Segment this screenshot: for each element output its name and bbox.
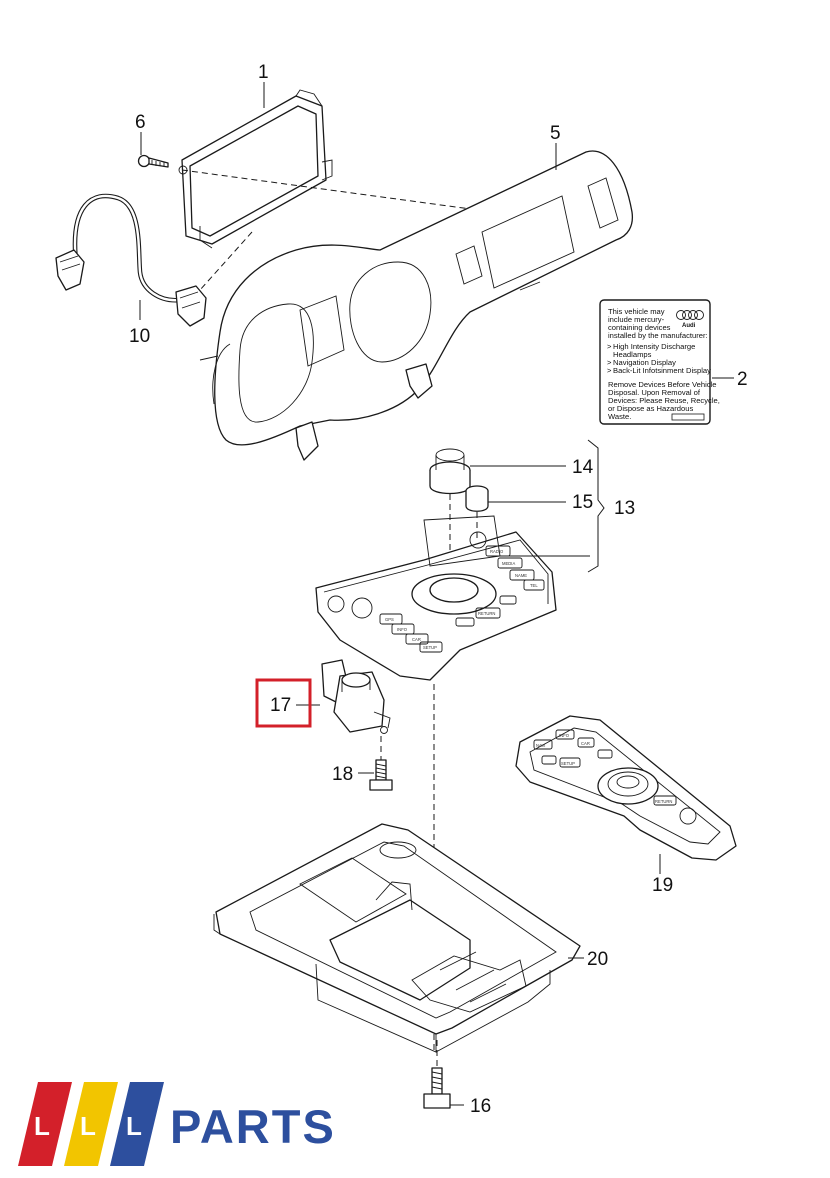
label-line-13: Waste. — [608, 412, 631, 421]
remote-keys: NAVI INFO CAR SETUP RETURN — [533, 729, 677, 806]
remote-key-navi: NAVI — [536, 743, 545, 748]
switch-17 — [321, 659, 391, 734]
remote-19: NAVI INFO CAR SETUP RETURN — [515, 715, 737, 861]
callout-17: 17 — [270, 695, 291, 716]
svg-text:>: > — [607, 366, 612, 375]
callout-17-highlight-box — [255, 678, 312, 728]
svg-text:>: > — [607, 358, 612, 367]
screw-6 — [137, 154, 169, 168]
label-line-4: installed by the manufacturer: — [608, 331, 708, 340]
callout-10: 10 — [129, 326, 150, 347]
logo-letter-2: L — [80, 1111, 96, 1141]
bracket-13 — [587, 439, 605, 573]
label-line-10: Disposal. Upon Removal of — [608, 388, 701, 397]
label-line-7: Navigation Display — [613, 358, 676, 367]
key-return: RETURN — [478, 611, 495, 616]
callout-18: 18 — [332, 764, 353, 785]
callout-13: 13 — [614, 498, 635, 519]
label-brand: Audi — [682, 323, 696, 329]
label-line-1: This vehicle may — [608, 307, 665, 316]
label-line-2: include mercury- — [608, 315, 665, 324]
control-keys: RADIO MEDIA NAME TEL RETURN GPS INFO CAR… — [379, 545, 545, 653]
callout-15: 15 — [572, 492, 593, 513]
leader-lines — [139, 82, 734, 1106]
lll-parts-logo: L L L PARTS — [18, 1082, 336, 1166]
mmi-control-unit: RADIO MEDIA NAME TEL RETURN GPS INFO CAR… — [315, 515, 557, 681]
cable-harness — [55, 193, 207, 327]
console-tray-20 — [213, 823, 581, 1053]
key-name: NAME — [515, 573, 527, 578]
callout-16: 16 — [470, 1096, 491, 1117]
key-radio: RADIO — [490, 549, 504, 554]
dash-display-down — [199, 231, 253, 291]
display-unit — [178, 89, 333, 249]
label-line-6: Headlamps — [613, 350, 652, 359]
knob-15 — [465, 485, 489, 512]
callout-20: 20 — [587, 949, 608, 970]
remote-key-setup: SETUP — [561, 761, 575, 766]
key-media: MEDIA — [502, 561, 515, 566]
instrument-panel-trim — [199, 150, 634, 461]
label-line-11: Devices: Please Reuse, Recycle, — [608, 396, 720, 405]
callout-6: 6 — [135, 112, 146, 133]
remote-key-car: CAR — [581, 741, 590, 746]
label-line-12: or Dispose as Hazardous — [608, 404, 693, 413]
warning-label: Audi This vehicle may include mercury- c… — [599, 299, 720, 425]
label-line-9: Remove Devices Before Vehicle — [608, 380, 716, 389]
callout-1: 1 — [258, 62, 269, 83]
screw-18 — [369, 759, 393, 791]
logo-letter-1: L — [34, 1111, 50, 1141]
key-info: INFO — [397, 627, 408, 632]
remote-key-info: INFO — [559, 733, 570, 738]
callout-19: 19 — [652, 875, 673, 896]
callout-14: 14 — [572, 457, 594, 478]
svg-text:>: > — [607, 342, 612, 351]
logo-text: PARTS — [170, 1100, 336, 1153]
remote-key-return: RETURN — [655, 799, 672, 804]
label-line-5: High Intensity Discharge — [613, 342, 695, 351]
callout-numbers: 1 2 5 6 10 13 14 15 16 17 18 19 20 — [129, 62, 748, 1117]
key-tel: TEL — [530, 583, 538, 588]
knob-14 — [429, 448, 471, 495]
logo-letter-3: L — [126, 1111, 142, 1141]
screw-16 — [423, 1067, 451, 1109]
label-line-8: Back-Lit Infotsinment Display — [613, 366, 711, 375]
callout-5: 5 — [550, 123, 561, 144]
callout-2: 2 — [737, 369, 748, 390]
label-line-3: containing devices — [608, 323, 671, 332]
key-setup: SETUP — [423, 645, 437, 650]
key-gps: GPS — [385, 617, 394, 622]
audi-rings-icon — [676, 310, 704, 320]
key-car: CAR — [412, 637, 421, 642]
